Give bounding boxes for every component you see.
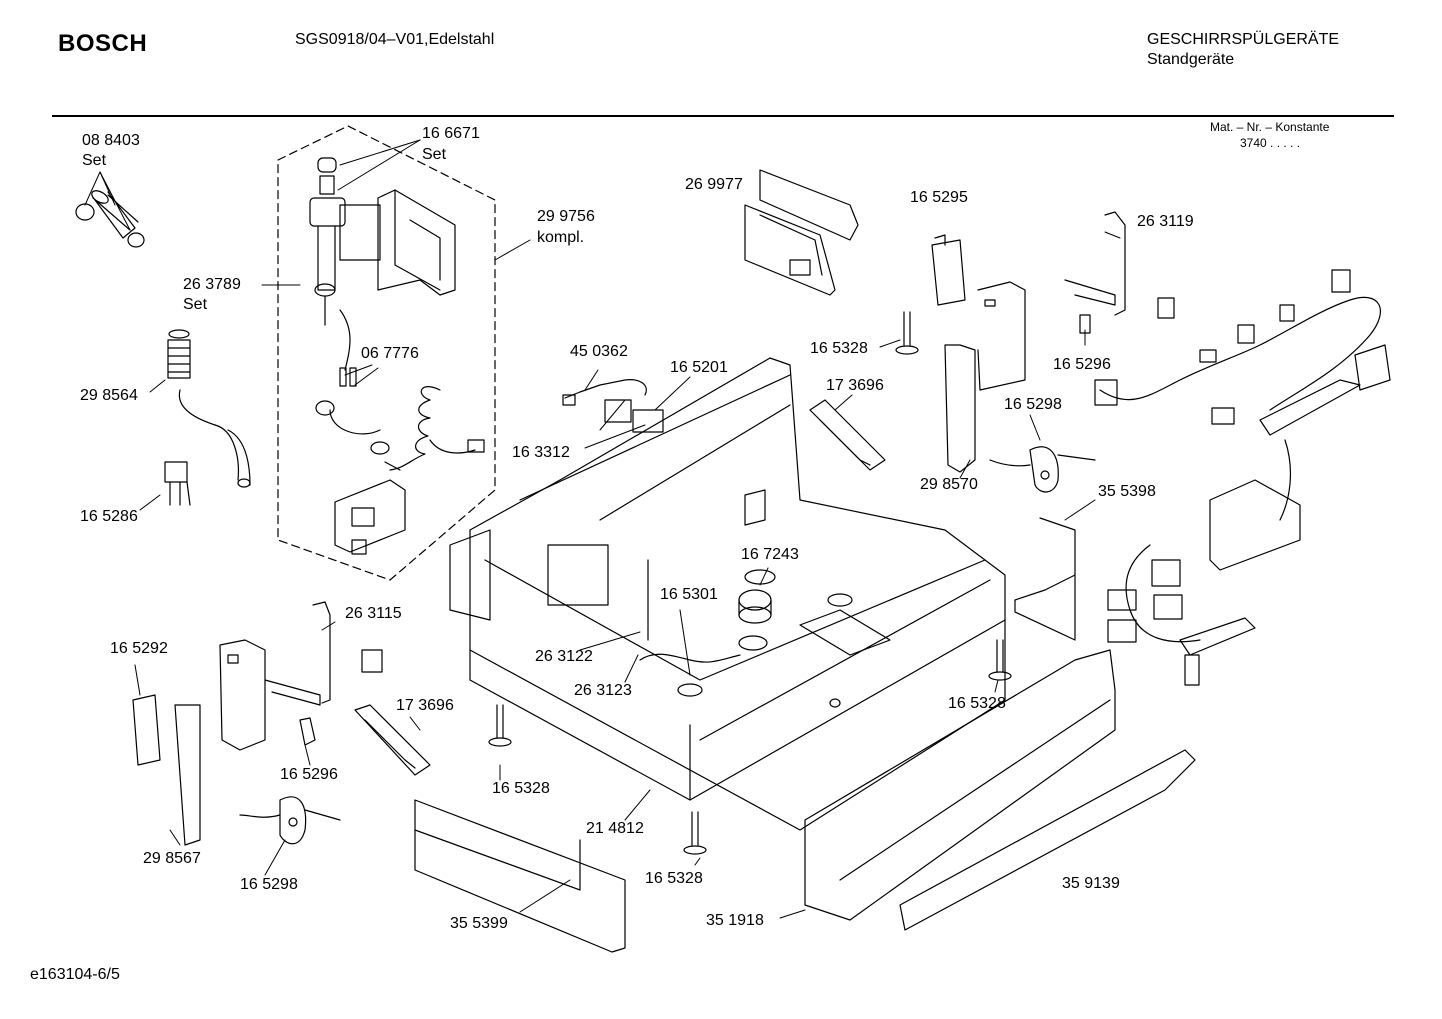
part-label-355398: 35 5398 (1098, 483, 1156, 500)
part-label-269977: 26 9977 (685, 176, 743, 193)
part-label-263115: 26 3115 (345, 605, 402, 622)
part-label-298567: 29 8567 (143, 850, 201, 867)
adjustable-feet (488, 311, 1012, 855)
document-id: e163104-6/5 (30, 966, 120, 983)
part-label-263123: 26 3123 (574, 682, 632, 699)
tray-wiring (639, 559, 741, 697)
part-label-165328-top: 16 5328 (810, 340, 868, 357)
part-label-165295: 16 5295 (910, 189, 968, 206)
bracket-panel (334, 479, 406, 555)
part-label-163312: 16 3312 (512, 444, 570, 461)
part-label-166671-set: Set (422, 146, 447, 163)
coiled-hose (370, 386, 485, 471)
part-label-165292: 16 5292 (110, 640, 168, 657)
part-label-359139: 35 9139 (1062, 875, 1120, 892)
part-label-067776: 06 7776 (361, 345, 419, 362)
bracket-small-left (132, 694, 161, 766)
category-title: GESCHIRRSPÜLGERÄTE (1147, 31, 1340, 48)
part-label-165301: 16 5301 (660, 586, 718, 603)
leader-lines (84, 139, 1121, 919)
drain-hose (167, 329, 251, 488)
switch-right (989, 314, 1096, 493)
bracket-left-top (264, 601, 383, 706)
kickplate (804, 649, 1116, 921)
header-rule (52, 115, 1394, 117)
part-label-298564: 29 8564 (80, 387, 138, 404)
base-tray (449, 357, 1006, 831)
part-label-088403-set: Set (82, 152, 107, 169)
part-label-165328-left: 16 5328 (492, 780, 550, 797)
hose-clamp-set (75, 190, 145, 248)
part-label-263789-set: Set (183, 296, 208, 313)
inlet-valve-assembly (309, 157, 381, 435)
bracket-rear (931, 234, 966, 306)
part-label-165298-right: 16 5298 (1004, 396, 1062, 413)
part-label-165296-left: 16 5296 (280, 766, 338, 783)
part-label-173696-right: 17 3696 (826, 377, 884, 394)
category-subtitle: Standgeräte (1147, 51, 1235, 68)
valve-cover (377, 189, 456, 296)
control-module (744, 169, 859, 296)
part-label-165328-bottom: 16 5328 (645, 870, 703, 887)
part-label-450362: 45 0362 (570, 343, 628, 360)
front-trim (899, 749, 1196, 931)
springs (354, 399, 886, 776)
side-bracket-left (174, 639, 266, 846)
part-label-167243: 16 7243 (741, 546, 799, 563)
mat-nr-value: 3740 . . . . . (1240, 136, 1301, 150)
part-label-165201: 16 5201 (670, 359, 728, 376)
part-label-263789: 26 3789 (183, 276, 241, 293)
sensor-wiring (562, 379, 664, 433)
part-label-351918: 35 1918 (706, 912, 764, 929)
part-label-298570: 29 8570 (920, 476, 978, 493)
plinth-left (414, 799, 626, 953)
part-label-165298-left: 16 5298 (240, 876, 298, 893)
part-label-299756-kompl: kompl. (537, 229, 585, 246)
wiring-harness-lower (1107, 439, 1301, 686)
part-label-165328-right: 16 5328 (948, 695, 1006, 712)
part-label-263122: 26 3122 (535, 648, 593, 665)
part-label-088403: 08 8403 (82, 132, 140, 149)
switch-lower-left (239, 717, 341, 845)
part-label-263119: 26 3119 (1137, 213, 1194, 230)
bracket-top-right (1064, 211, 1175, 319)
wiring-harness-top (1094, 269, 1391, 436)
part-label-165296-right: 16 5296 (1053, 356, 1111, 373)
model-number: SGS0918/04–V01,Edelstahl (295, 31, 495, 48)
mat-nr-label: Mat. – Nr. – Konstante (1210, 120, 1330, 134)
float-seal (738, 569, 776, 651)
brand-logo: BOSCH (58, 30, 148, 57)
part-label-173696-left: 17 3696 (396, 697, 454, 714)
part-label-165286: 16 5286 (80, 508, 138, 525)
rear-panel-right (1014, 517, 1076, 641)
part-label-299756: 29 9756 (537, 208, 595, 225)
part-label-166671: 16 6671 (422, 125, 480, 142)
sensor-clip (164, 461, 191, 506)
part-label-214812: 21 4812 (586, 820, 644, 837)
part-label-355399: 35 5399 (450, 915, 508, 932)
side-bracket-right (944, 281, 1026, 473)
assembly-boundary-dashed (277, 125, 496, 581)
